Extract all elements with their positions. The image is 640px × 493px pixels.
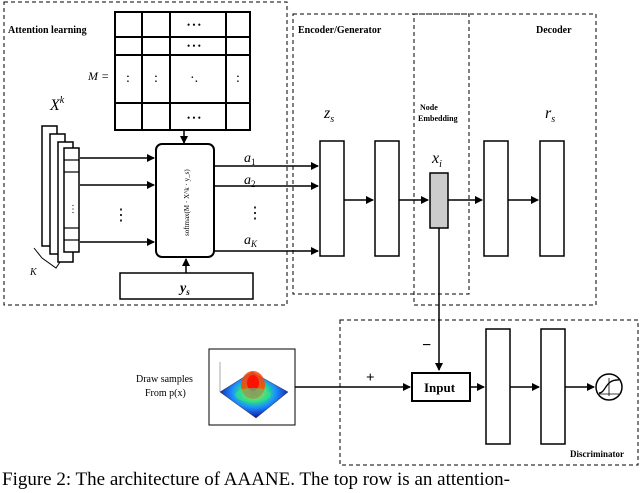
discriminator-input-box: [411, 372, 471, 402]
gaussian-surface-plot: [219, 362, 289, 419]
minus-sign: −: [422, 337, 431, 354]
discriminator-layer-2: [540, 328, 566, 445]
matrix-m: [114, 11, 251, 131]
decoder-layer-2: [539, 140, 565, 257]
decoder-section-box: [413, 13, 597, 306]
discriminator-label: Discriminator: [570, 449, 624, 459]
architecture-diagram: Attention learning Encoder/Generator Dec…: [3, 1, 639, 466]
k-brace: [33, 247, 61, 269]
xk-label: Xk: [49, 95, 65, 114]
encoder-generator-label: Encoder/Generator: [298, 25, 382, 36]
node-embedding-label-2: Embedding: [418, 114, 458, 123]
encoder-layer-2: [374, 140, 400, 257]
matrix-m-label: M =: [87, 69, 109, 83]
plus-sign: +: [366, 370, 375, 386]
xk-stack: ⋮: [41, 125, 80, 263]
node-embedding-label-1: Node: [420, 103, 438, 112]
decoder-layer-1: [483, 140, 509, 257]
input-label: Input: [424, 380, 456, 395]
svg-text:⋮: ⋮: [68, 204, 78, 215]
draw-samples-line1: Draw samples: [136, 374, 193, 385]
attention-section-box: [3, 1, 288, 306]
rs-label: rs: [545, 105, 555, 125]
a1-label: a1: [244, 151, 256, 167]
decoder-label: Decoder: [536, 25, 572, 36]
matrix-dots-col4: :: [236, 71, 240, 86]
matrix-dots-col2: :: [154, 71, 158, 86]
matrix-dots-row2: • • •: [187, 41, 201, 51]
encoder-layer-1: [319, 140, 345, 257]
discriminator-section-box: [339, 319, 639, 466]
attention-learning-label: Attention learning: [8, 25, 87, 36]
ak-label: aK: [244, 233, 258, 249]
a-ellipsis: ⋮: [247, 205, 263, 222]
matrix-dots-diag: ·.: [190, 71, 198, 86]
attention-formula: softmax(M · X^k · y_s): [183, 169, 191, 236]
sigmoid-icon: [595, 373, 623, 401]
discriminator-layer-1: [485, 328, 511, 445]
encoder-section-box: [292, 13, 470, 295]
xk-rows-ellipsis: ⋮: [113, 207, 129, 224]
a2-label: a2: [244, 173, 256, 189]
xi-label: xi: [431, 150, 442, 170]
matrix-dots-top: • • •: [187, 20, 201, 30]
zs-label: zs: [323, 105, 334, 125]
matrix-dots-col1: :: [126, 71, 130, 86]
matrix-dots-bottom: • • •: [187, 113, 201, 123]
draw-samples-line2: From p(x): [145, 388, 186, 399]
figure-caption: Figure 2: The architecture of AAANE. The…: [2, 469, 510, 490]
attention-softmax-box: [155, 143, 215, 258]
ys-label: ys: [178, 281, 190, 297]
k-label: K: [29, 267, 38, 278]
node-embedding-vector: [429, 172, 449, 229]
ys-box: [119, 272, 254, 300]
